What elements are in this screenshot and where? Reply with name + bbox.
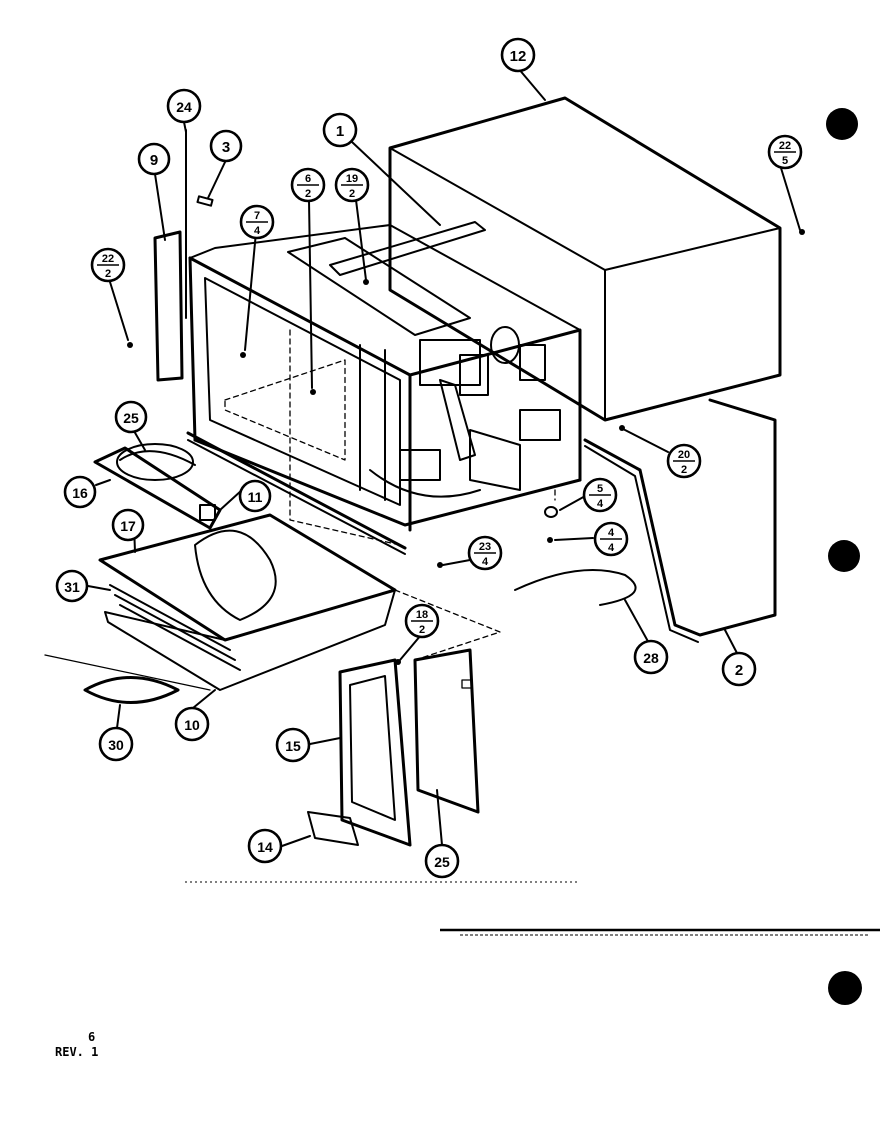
callout-16: 16	[63, 475, 97, 509]
callout-1-label: 1	[336, 123, 344, 140]
callout-11-label: 14	[257, 839, 273, 855]
callout-6-2-bottom: 2	[305, 188, 311, 200]
callout-9: 9	[137, 142, 171, 176]
callout-31: 31	[55, 569, 89, 603]
callout-6-2-top: 6	[305, 173, 311, 185]
callout-24-label: 24	[176, 99, 192, 115]
callout-19-2-bottom: 2	[349, 188, 355, 200]
callout-31-label: 31	[64, 579, 80, 595]
callout-4-4: 4 4	[593, 521, 629, 557]
circuit-board	[413, 648, 480, 814]
callout-24: 24	[166, 88, 202, 124]
outer-cabinet	[388, 96, 782, 422]
callout-15-label: 15	[285, 738, 301, 754]
callout-23-4: 23 4	[467, 535, 503, 571]
callout-7-4: 7 4	[239, 204, 275, 240]
callout-12: 11	[238, 479, 272, 513]
callout-25-label: 25	[434, 854, 450, 870]
callout-5-4-top: 5	[597, 483, 603, 495]
callout-22-2-bottom: 2	[105, 268, 111, 280]
chassis-frame	[188, 221, 582, 546]
callout-11: 14	[247, 828, 283, 864]
stirrer-assembly	[93, 443, 222, 530]
callout-1: 1	[322, 112, 358, 148]
callout-22-5: 22 5	[767, 134, 803, 170]
callout-7-4-bottom: 4	[254, 225, 261, 237]
callout-10-label: 10	[184, 717, 200, 733]
callout-15: 15	[275, 727, 311, 763]
callout-17-label: 17	[120, 518, 136, 534]
callout-28-label: 28	[643, 650, 659, 666]
page-number: 6	[88, 1030, 96, 1044]
callout-23-4-top: 23	[479, 541, 491, 553]
callout-20-2: 20 2	[666, 443, 702, 479]
callout-16-label: 16	[72, 485, 88, 501]
callout-19-2: 19 2	[334, 167, 370, 203]
callout-17: 17	[111, 508, 145, 542]
callout-19-2-top: 19	[346, 173, 358, 185]
hardware-bits	[127, 229, 805, 665]
callout-26-label: 25	[123, 410, 139, 426]
callout-3-label: 3	[222, 139, 230, 156]
callout-12-label: 11	[248, 489, 263, 505]
leader-lines	[87, 67, 801, 847]
callout-18-2-bottom: 2	[419, 624, 425, 636]
callout-14: 12	[500, 37, 536, 73]
bottom-rail	[186, 431, 407, 555]
control-panel	[307, 658, 412, 847]
callout-18-2: 18 2	[404, 603, 440, 639]
lamp-cover	[44, 654, 211, 704]
callout-30-label: 30	[108, 737, 124, 753]
callout-22-2-top: 22	[102, 253, 114, 265]
callout-4-4-top: 4	[608, 527, 615, 539]
callout-2: 2	[721, 651, 757, 687]
callout-4-4-bottom: 4	[608, 542, 615, 554]
callout-10: 10	[174, 706, 210, 742]
side-panel	[153, 129, 214, 382]
callout-26: 25	[114, 400, 148, 434]
binder-holes	[826, 108, 862, 1005]
callout-20-2-top: 20	[678, 449, 690, 461]
callout-28: 28	[633, 639, 669, 675]
callout-9-label: 9	[150, 152, 158, 169]
wiring	[514, 398, 777, 643]
callout-5-4-bottom: 4	[597, 498, 604, 510]
callout-25: 25	[424, 843, 460, 879]
callout-6-2: 6 2	[290, 167, 326, 203]
callout-23-4-bottom: 4	[482, 556, 489, 568]
callout-14-label: 12	[510, 48, 527, 65]
callout-22-5-bottom: 5	[782, 155, 788, 167]
base-tray	[98, 513, 501, 691]
callouts: 12 1 24 3 9 6 2 19 2 7 4 2	[55, 37, 803, 879]
scan-rules	[185, 881, 880, 936]
callout-30: 30	[98, 726, 134, 762]
callout-20-2-bottom: 2	[681, 464, 687, 476]
callout-2-label: 2	[735, 662, 743, 679]
callout-22-5-top: 22	[779, 140, 791, 152]
callout-22-2: 22 2	[90, 247, 126, 283]
callout-18-2-top: 18	[416, 609, 428, 621]
callout-7-4-top: 7	[254, 210, 260, 222]
callout-5-4: 5 4	[582, 477, 618, 513]
callout-3: 3	[209, 129, 243, 163]
revision-label: REV. 1	[55, 1045, 99, 1059]
